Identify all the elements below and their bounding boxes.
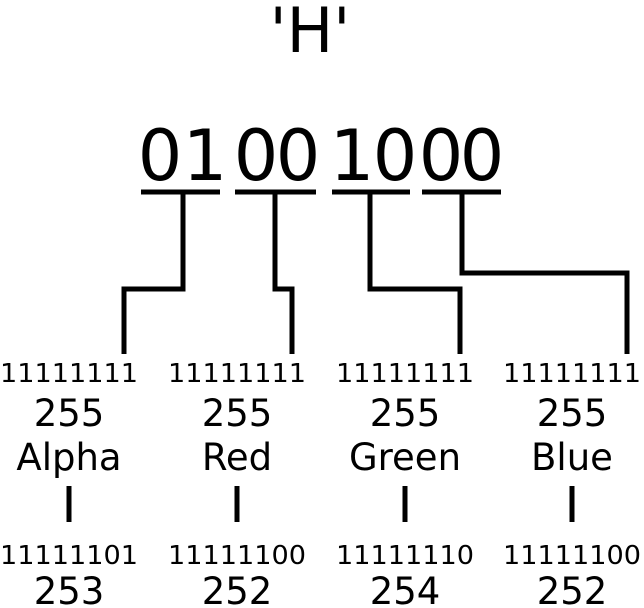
connector-wires — [121, 192, 630, 354]
channel-new-binary: 11111100 — [503, 541, 641, 571]
bit-digit: 1 — [183, 115, 228, 197]
channel-new-value: 253 — [34, 570, 105, 608]
channel-name: Green — [349, 436, 461, 479]
channel-original-binary: 11111111 — [336, 359, 474, 389]
channel-original-binary: 11111111 — [503, 359, 641, 389]
connector-alpha — [121, 192, 186, 354]
character-label: 'H' — [270, 0, 351, 67]
connector-green — [367, 192, 463, 354]
bit-digit: 0 — [460, 115, 505, 197]
channel-original-value: 255 — [370, 392, 441, 435]
channel-new-binary: 11111101 — [0, 541, 138, 571]
channel-red: 11111111 255 Red 11111100 252 — [168, 359, 306, 608]
bit-digit: 0 — [138, 115, 183, 197]
channel-new-value: 252 — [202, 570, 273, 608]
bit-string: 0 1 0 0 1 0 0 0 — [138, 115, 505, 197]
connector-blue — [459, 192, 630, 354]
connector-red — [272, 192, 295, 354]
channel-green: 11111111 255 Green 11111110 254 — [336, 359, 474, 608]
bit-digit: 1 — [330, 115, 375, 197]
channel-blue: 11111111 255 Blue 11111100 252 — [503, 359, 641, 608]
bit-digit: 0 — [276, 115, 321, 197]
channel-name: Alpha — [16, 436, 121, 479]
channel-new-binary: 11111110 — [336, 541, 474, 571]
channel-new-value: 254 — [370, 570, 441, 608]
channel-name: Blue — [531, 436, 613, 479]
channel-original-binary: 11111111 — [168, 359, 306, 389]
bit-digit: 0 — [234, 115, 279, 197]
channel-name: Red — [202, 436, 272, 479]
channel-original-value: 255 — [202, 392, 273, 435]
channel-alpha: 11111111 255 Alpha 11111101 253 — [0, 359, 138, 608]
bit-digit: 0 — [419, 115, 464, 197]
channel-original-value: 255 — [34, 392, 105, 435]
channel-original-binary: 11111111 — [0, 359, 138, 389]
channel-new-binary: 11111100 — [168, 541, 306, 571]
channel-original-value: 255 — [537, 392, 608, 435]
bit-digit: 0 — [373, 115, 418, 197]
channel-new-value: 252 — [537, 570, 608, 608]
